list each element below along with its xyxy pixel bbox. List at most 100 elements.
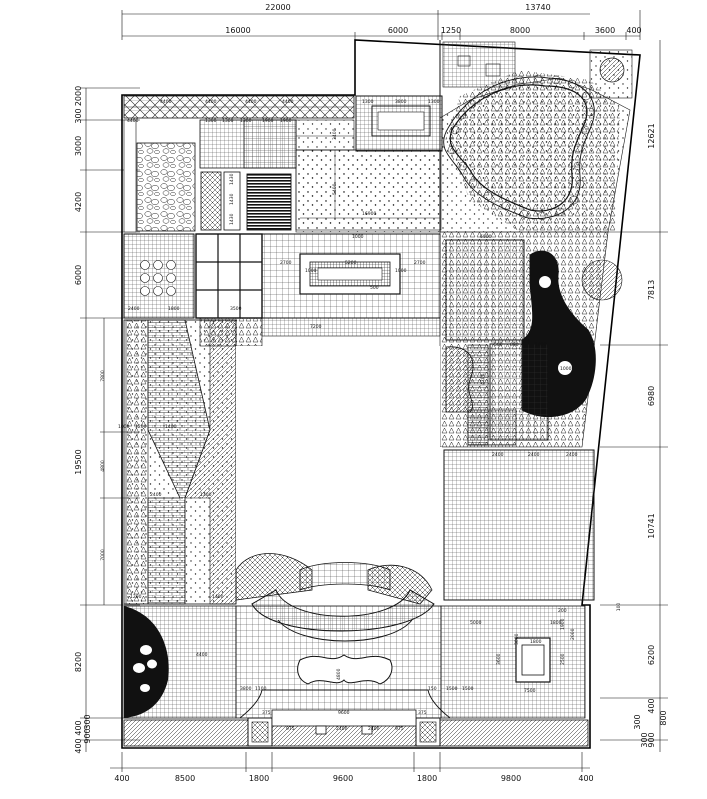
label: 3500 [230, 306, 242, 312]
dim-top-outer-2: 13740 [525, 3, 550, 12]
label: 3000 [514, 633, 520, 645]
label: 1100 [255, 686, 267, 692]
dim-top-2: 6000 [388, 26, 408, 35]
dim-right-5: 6200 [647, 645, 656, 665]
dim-left-inner-1: 7800 [100, 370, 106, 382]
label: 1200 [130, 594, 142, 600]
dim-left-inner-3: 7000 [100, 549, 106, 561]
dim-right-10: 300 [640, 732, 649, 747]
dim-left-11: 300 [83, 714, 92, 729]
label: 150 [428, 686, 437, 692]
label: 1500 [462, 686, 474, 692]
left-dimensions: 2000 300 3000 4200 6000 19500 8200 400 4… [74, 86, 106, 754]
dim-bottom-1: 400 [114, 774, 129, 783]
dim-right-6: 300 [633, 714, 642, 729]
label: 1900 [560, 618, 566, 630]
label: 375 [262, 710, 271, 716]
dim-bottom-5: 1800 [417, 774, 437, 783]
dim-left-9: 400 [74, 738, 83, 753]
interior-labels: 4400 4400 4400 4400 1300 3800 1300 4400 … [118, 99, 578, 732]
dim-top-6: 400 [626, 26, 641, 35]
label: 6000 [480, 234, 492, 240]
dim-left-inner-2: 4800 [100, 460, 106, 472]
label: 7500 [524, 688, 536, 694]
dim-left-5: 6000 [74, 265, 83, 285]
label: 1900 [262, 118, 274, 124]
label: 5400 [332, 183, 338, 195]
dim-left-7: 8200 [74, 652, 83, 672]
north-pavilion [355, 95, 443, 152]
dim-top-outer-1: 22000 [265, 3, 290, 12]
planter-box [457, 55, 471, 67]
dim-left-10: 900 [83, 728, 92, 743]
label: 2400 [336, 726, 348, 732]
label: 4400 [205, 99, 217, 105]
label: 1430 [229, 213, 235, 225]
label: 7200 [310, 324, 322, 330]
label: 1900 [280, 118, 292, 124]
west-terrace [123, 233, 263, 319]
label: 500 [370, 285, 379, 291]
label: 1800 [550, 620, 562, 626]
label: 975 [286, 726, 295, 732]
label: 1300 [362, 99, 374, 105]
label: 1000 [560, 366, 572, 372]
south-court [123, 605, 586, 719]
dim-top-3: 1250 [441, 26, 461, 35]
dim-bottom-2: 8500 [175, 774, 195, 783]
south-boundary-strip [123, 709, 589, 747]
north-pergola-strip [123, 95, 355, 119]
label: 1000 [535, 342, 547, 348]
label: 3800 [395, 99, 407, 105]
label: 1500 [446, 686, 458, 692]
label: 2400 [128, 306, 140, 312]
dim-right-11: 100 [616, 603, 622, 612]
pond [443, 74, 595, 221]
dim-right-1: 12621 [647, 123, 656, 148]
label: 2400 [150, 492, 162, 498]
planter-box [485, 63, 501, 77]
dim-right-7: 400 [647, 698, 656, 713]
label: 4400 [160, 99, 172, 105]
label: 2400 [566, 452, 578, 458]
label: 3800 [240, 686, 252, 692]
label: 1300 [222, 118, 234, 124]
dim-bottom-6: 9800 [501, 774, 521, 783]
dim-top-1: 16000 [225, 26, 250, 35]
label: 4400 [127, 118, 139, 124]
dim-bottom-4: 9600 [333, 774, 353, 783]
dim-right-3: 6980 [647, 386, 656, 406]
label: 1800 [530, 639, 542, 645]
central-court [199, 233, 441, 347]
tree-canopy [599, 57, 625, 83]
label: 1430 [229, 173, 235, 185]
label: 800 [510, 342, 519, 348]
label: 2700 [280, 260, 292, 266]
dim-bottom-7: 400 [578, 774, 593, 783]
label: 1430 [229, 193, 235, 205]
dim-right-4: 10741 [647, 513, 656, 538]
label: 1300 [240, 118, 252, 124]
label: 375 [418, 710, 427, 716]
label: 4400 [245, 99, 257, 105]
west-edge [123, 119, 137, 233]
label: 1300 [428, 99, 440, 105]
dim-top-4: 8000 [510, 26, 530, 35]
dim-top-5: 3600 [595, 26, 615, 35]
label: 2000 [570, 628, 576, 640]
top-dimensions: 22000 13740 16000 6000 1250 8000 3600 40… [225, 3, 641, 35]
east-lawn [443, 449, 595, 601]
label: 4800 [336, 668, 342, 680]
label: 4400 [282, 99, 294, 105]
stone-paving [136, 142, 196, 232]
label: 1400 [165, 424, 177, 430]
label: 2400 [368, 726, 380, 732]
amphitheater [235, 553, 435, 642]
bottom-dimensions: 400 8500 1800 9600 1800 9800 400 [114, 774, 593, 783]
label: 1400 [212, 594, 224, 600]
label: 1800 [168, 306, 180, 312]
label: 2400 [528, 452, 540, 458]
label: 5000 [470, 620, 482, 626]
dim-bottom-3: 1800 [249, 774, 269, 783]
